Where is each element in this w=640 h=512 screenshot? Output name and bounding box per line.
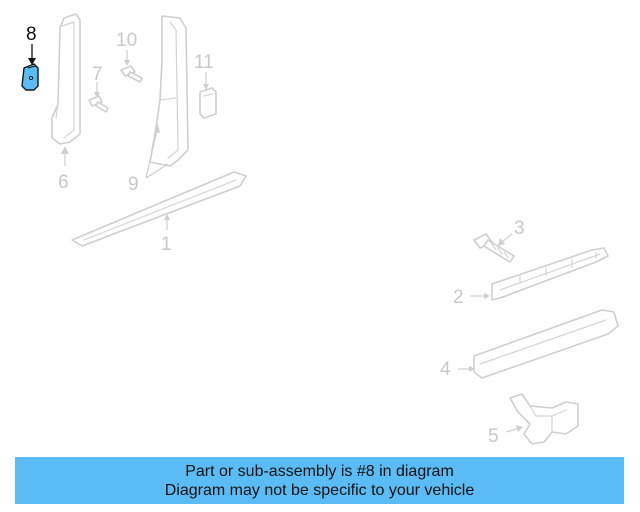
callout-3: 3 xyxy=(514,218,525,239)
part-4-rocker-molding: 4 xyxy=(440,309,619,380)
callout-4: 4 xyxy=(440,359,451,380)
callout-6: 6 xyxy=(58,172,69,193)
callout-1: 1 xyxy=(161,234,172,255)
banner-line-2: Diagram may not be specific to your vehi… xyxy=(164,481,475,499)
part-9-pillar-trim: 9 xyxy=(128,15,189,195)
part-3-bolt: 3 xyxy=(473,218,525,263)
callout-8[interactable]: 8 xyxy=(26,24,37,45)
part-5-bracket: 5 xyxy=(488,393,579,447)
banner-line-1: Part or sub-assembly is #8 in diagram xyxy=(185,462,454,480)
callout-5: 5 xyxy=(488,426,499,447)
part-11-bracket: 11 xyxy=(194,52,217,119)
part-2-retainer: 2 xyxy=(453,247,609,308)
part-6-pillar-trim: 6 xyxy=(51,13,81,193)
part-1-molding: 1 xyxy=(71,171,247,255)
part-7-bolt: 7 xyxy=(88,64,109,113)
part-8-clip[interactable]: 8 xyxy=(21,24,39,91)
info-banner: Part or sub-assembly is #8 in diagram Di… xyxy=(15,457,624,504)
callout-11: 11 xyxy=(194,52,214,73)
callout-7: 7 xyxy=(92,64,103,85)
part-10-screw: 10 xyxy=(116,30,143,83)
callout-2: 2 xyxy=(453,287,464,308)
callout-10: 10 xyxy=(116,30,137,51)
callout-9: 9 xyxy=(128,174,139,195)
